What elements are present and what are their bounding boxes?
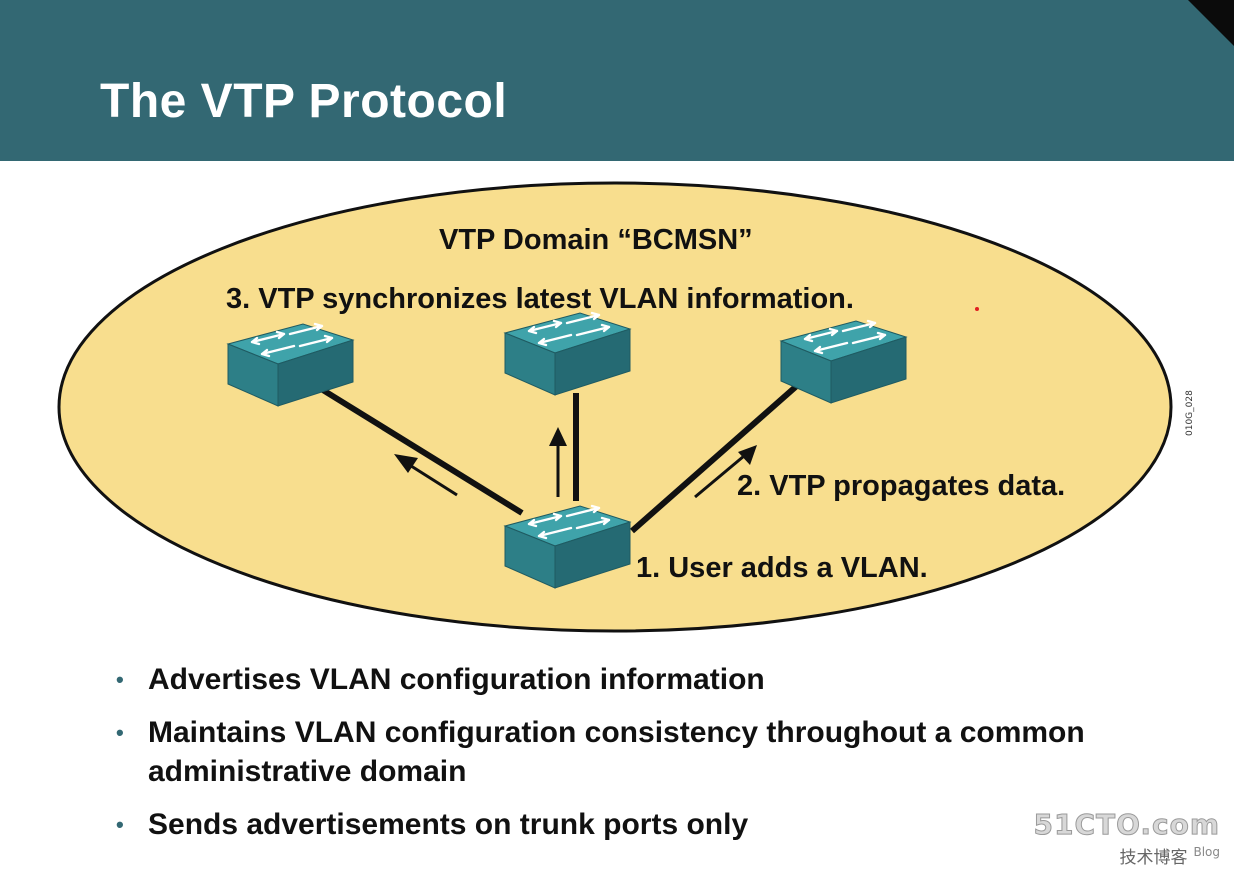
bullet-item: •Sends advertisements on trunk ports onl… <box>114 805 1114 844</box>
link-right <box>630 380 802 534</box>
domain-label: VTP Domain “BCMSN” <box>439 224 753 256</box>
bullet-list: •Advertises VLAN configuration informati… <box>114 660 1114 858</box>
figure-code: 010G_028 <box>1185 390 1195 436</box>
bullet-item: •Advertises VLAN configuration informati… <box>114 660 1114 699</box>
step-2-label: 2. VTP propagates data. <box>737 470 1065 502</box>
arrow-up <box>549 427 567 497</box>
bullet-dot-icon: • <box>116 720 124 745</box>
arrow-right <box>694 445 757 499</box>
header-corner-decoration <box>1188 0 1234 46</box>
step-3-label: 3. VTP synchronizes latest VLAN informat… <box>226 283 854 315</box>
bullet-dot-icon: • <box>116 667 124 692</box>
bullet-dot-icon: • <box>116 812 124 837</box>
slide-title: The VTP Protocol <box>100 75 508 128</box>
vtp-domain-ellipse <box>57 181 1173 633</box>
red-dot-marker <box>975 307 979 311</box>
link-left <box>316 384 524 516</box>
vtp-domain-diagram: VTP Domain “BCMSN” 3. VTP synchronizes l… <box>57 181 1195 633</box>
step-1-label: 1. User adds a VLAN. <box>636 552 928 584</box>
watermark-site: 51CTO.com <box>1033 808 1220 842</box>
slide-header: The VTP Protocol <box>0 0 1234 161</box>
bullet-item: •Maintains VLAN configuration consistenc… <box>114 713 1114 791</box>
arrow-left <box>394 454 458 497</box>
